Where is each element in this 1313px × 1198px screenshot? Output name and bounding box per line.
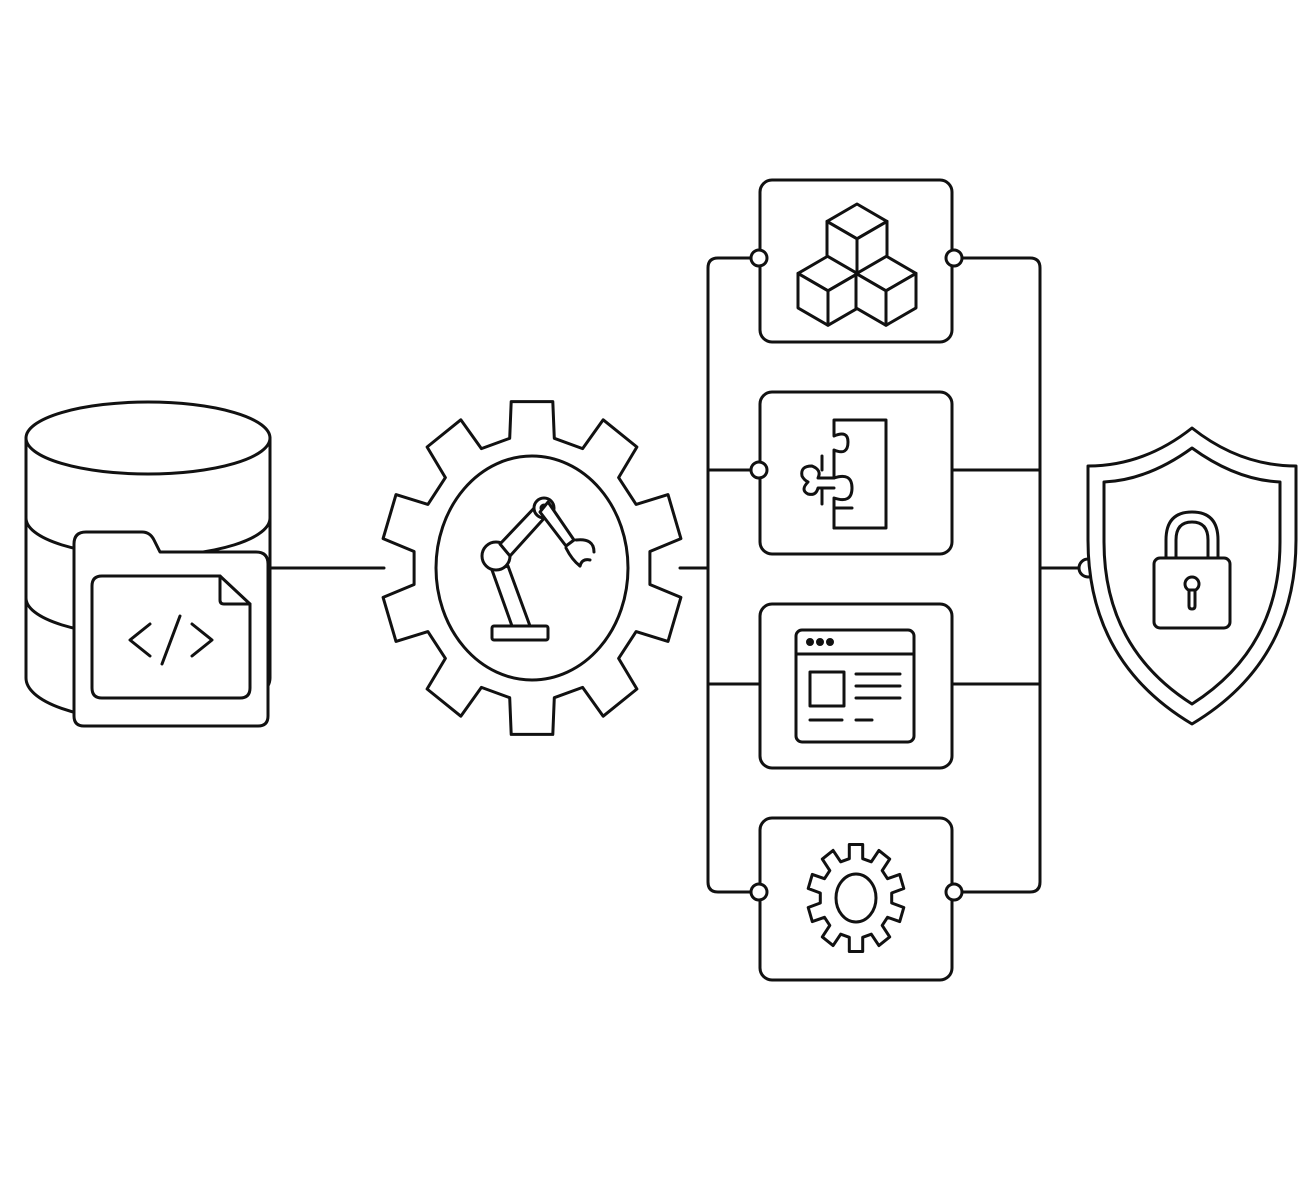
- cubes-icon: [798, 204, 916, 325]
- module-interface: [760, 604, 952, 768]
- database-code-folder-icon: [26, 402, 270, 726]
- right-bus: [954, 258, 1040, 892]
- module-integration-frame: [760, 392, 952, 554]
- connector-dot: [946, 250, 962, 266]
- database-top: [26, 402, 270, 474]
- connector-lines: [270, 258, 1080, 892]
- module-blocks: [751, 180, 962, 342]
- folder-corner-fold: [220, 576, 250, 604]
- lock-icon: [1154, 512, 1230, 628]
- cube-face: [886, 273, 916, 325]
- left-bus: [708, 258, 758, 892]
- module-settings: [751, 818, 962, 980]
- browser-window-icon: [796, 630, 914, 742]
- connector-dot: [946, 884, 962, 900]
- puzzle-icon: [802, 420, 886, 528]
- gear-icon: [808, 845, 904, 952]
- connector-dot: [751, 250, 767, 266]
- connector-dot: [751, 462, 767, 478]
- robotic-arm-icon: [482, 498, 594, 640]
- cube-face: [857, 221, 887, 273]
- code-brackets-icon: [130, 616, 212, 664]
- gear-inner-ring: [436, 456, 628, 680]
- robotic-arm-gear-icon: [383, 402, 681, 735]
- shield-lock-icon: [1079, 428, 1296, 724]
- module-integration: [751, 392, 952, 554]
- connector-dot: [751, 884, 767, 900]
